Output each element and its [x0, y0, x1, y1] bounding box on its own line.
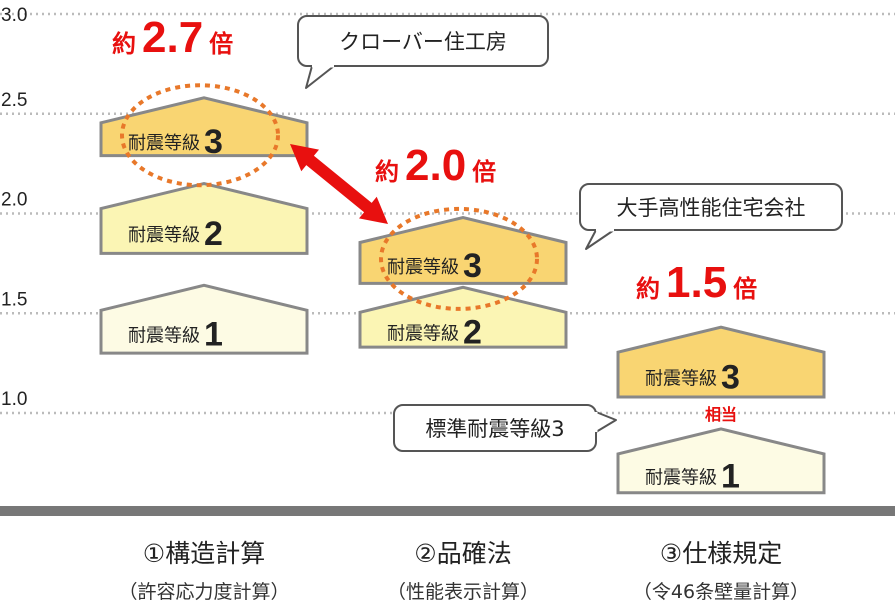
- y-tick-label: 1.0: [1, 389, 27, 410]
- house-level-number: 2: [204, 215, 223, 253]
- category-title: ③仕様規定: [660, 539, 782, 568]
- category-subtitle: （性能表示計算）: [387, 581, 539, 603]
- category-subtitle: （許容応力度計算）: [118, 581, 289, 603]
- house-level-text: 耐震等級: [387, 257, 459, 278]
- callout-text: 大手高性能住宅会社: [617, 196, 806, 220]
- house-level-1: [99, 283, 309, 355]
- house-level-text: 耐震等級: [128, 326, 200, 347]
- equivalent-note: 相当: [705, 405, 737, 424]
- ratio-prefix: 約: [636, 275, 660, 303]
- callout-box: [579, 183, 843, 231]
- ratio-value: 1.5: [666, 258, 727, 307]
- callout-tail: [585, 229, 615, 250]
- category-title: ①構造計算: [143, 539, 265, 568]
- house-level-text: 耐震等級: [128, 225, 200, 246]
- house-level-3: [358, 215, 568, 285]
- callout-bubble: 大手高性能住宅会社: [579, 183, 843, 250]
- ratio-value: 2.0: [405, 141, 466, 190]
- house-level-1: [616, 427, 826, 495]
- house-level-2: [99, 182, 309, 255]
- house-level-text: 耐震等級: [645, 467, 717, 488]
- ratio-suffix: 倍: [472, 158, 496, 186]
- ground-line: [0, 506, 895, 516]
- callout-text: 標準耐震等級3: [425, 417, 564, 441]
- y-tick-label: 3.0: [1, 5, 27, 26]
- highlight-circle: [120, 83, 280, 188]
- callout-tail: [595, 411, 617, 433]
- house-level-number: 3: [463, 247, 482, 285]
- highlight-circle: [379, 206, 539, 311]
- house-level-text: 耐震等級: [387, 324, 459, 345]
- house-level-3: [616, 325, 826, 399]
- callout-bubble: クローバー住工房: [297, 15, 549, 89]
- house-level-number: 1: [721, 457, 740, 495]
- ratio-prefix: 約: [375, 158, 399, 186]
- callout-box: [297, 15, 549, 67]
- house-level-number: 3: [204, 123, 223, 161]
- house-level-text: 耐震等級: [128, 133, 200, 154]
- ratio-suffix: 倍: [209, 30, 233, 58]
- y-tick-label: 1.5: [1, 289, 27, 310]
- y-tick-label: 2.5: [1, 90, 27, 111]
- callout-bubble: 標準耐震等級3: [393, 404, 617, 452]
- house-level-number: 1: [204, 316, 223, 354]
- ratio-suffix: 倍: [733, 275, 757, 303]
- ratio-prefix: 約: [112, 30, 136, 58]
- y-tick-label: 2.0: [1, 190, 27, 211]
- house-level-text: 耐震等級: [645, 369, 717, 390]
- house-level-number: 3: [721, 359, 740, 397]
- callout-tail: [305, 65, 335, 89]
- comparison-arrow: [290, 144, 388, 224]
- callout-text: クローバー住工房: [339, 30, 507, 54]
- category-title: ②品確法: [414, 539, 511, 568]
- overlay-layer: [120, 83, 539, 311]
- category-subtitle: （令46条壁量計算）: [633, 581, 809, 603]
- ratio-value: 2.7: [142, 13, 203, 62]
- house-level-2: [358, 285, 568, 349]
- house-level-number: 2: [463, 314, 482, 352]
